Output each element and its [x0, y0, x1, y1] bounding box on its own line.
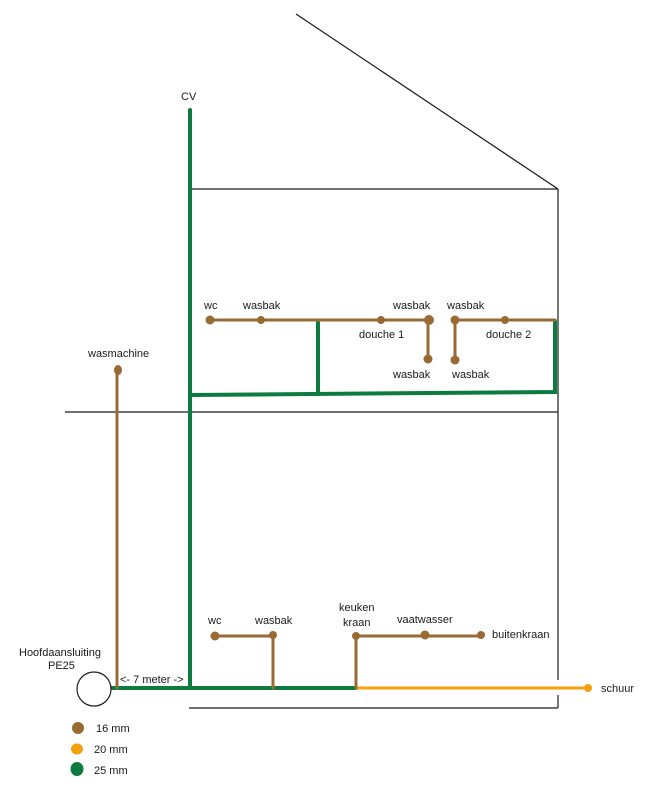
- cv-label: CV: [181, 91, 197, 103]
- ground-wasbak-label: wasbak: [254, 615, 293, 627]
- labels: CV wasmachine Hoofdaansluiting PE25 <- 7…: [19, 91, 634, 695]
- ground-wc-pipe: [213, 634, 275, 690]
- upper-wc-label: wc: [203, 300, 218, 312]
- hoofdaansluiting-label-2: PE25: [48, 660, 75, 672]
- ground-wc-tap-point: [210, 631, 220, 641]
- buitenkraan-label: buitenkraan: [492, 629, 550, 641]
- wasmachine-label: wasmachine: [87, 348, 149, 360]
- upper-floor-main-pipe: [188, 319, 557, 397]
- vaatwasser-label: vaatwasser: [397, 614, 453, 626]
- upper-wasbak-1-tap-point: [257, 316, 265, 324]
- legend-25mm-label: 25 mm: [94, 765, 128, 777]
- upper-wasbak-5-tap-point: [450, 355, 460, 365]
- legend-25mm-swatch: [70, 762, 84, 776]
- building-outline: [65, 13, 559, 709]
- hoofdaansluiting-meter: [76, 671, 112, 707]
- pipes-25mm: [110, 108, 557, 690]
- roof-line: [295, 13, 559, 190]
- hoofdaansluiting-label-1: Hoofdaansluiting: [19, 647, 101, 659]
- vaatwasser-tap-point: [420, 630, 430, 640]
- keuken-label-1: keuken: [339, 602, 374, 614]
- wasmachine-tap-point: [114, 365, 122, 375]
- pipes-20mm: [354, 684, 592, 692]
- distance-label: <- 7 meter ->: [120, 674, 184, 686]
- upper-wasbak-5-label: wasbak: [451, 369, 490, 381]
- ground-wasbak-tap-point: [269, 631, 277, 639]
- upper-wasbak-3-tap-point: [423, 354, 433, 364]
- pipes-16mm: [114, 315, 557, 690]
- buitenkraan-tap-point: [477, 631, 485, 639]
- upper-wasbak-4-label: wasbak: [446, 300, 485, 312]
- legend-20mm-label: 20 mm: [94, 744, 128, 756]
- upper-wasbak-2-label: wasbak: [392, 300, 431, 312]
- ground-wc-label: wc: [207, 615, 222, 627]
- legend-16mm-label: 16 mm: [96, 723, 130, 735]
- legend-16mm-swatch: [72, 722, 84, 734]
- kitchen-pipe: [354, 634, 483, 690]
- keuken-label-2: kraan: [343, 617, 371, 629]
- legend-20mm-swatch: [71, 743, 83, 755]
- douche-2-tap-point: [501, 316, 509, 324]
- upper-wc-tap-point: [205, 315, 215, 325]
- douche-2-label: douche 2: [486, 329, 531, 341]
- schuur-tap-point: [584, 684, 592, 692]
- upper-wasbak-3-label: wasbak: [392, 369, 431, 381]
- keuken-kraan-tap-point: [352, 632, 360, 640]
- legend: 16 mm 20 mm 25 mm: [70, 722, 130, 777]
- schuur-label: schuur: [601, 683, 634, 695]
- douche-1-tap-point: [377, 316, 385, 324]
- douche-1-label: douche 1: [359, 329, 404, 341]
- upper-wasbak-1-label: wasbak: [242, 300, 281, 312]
